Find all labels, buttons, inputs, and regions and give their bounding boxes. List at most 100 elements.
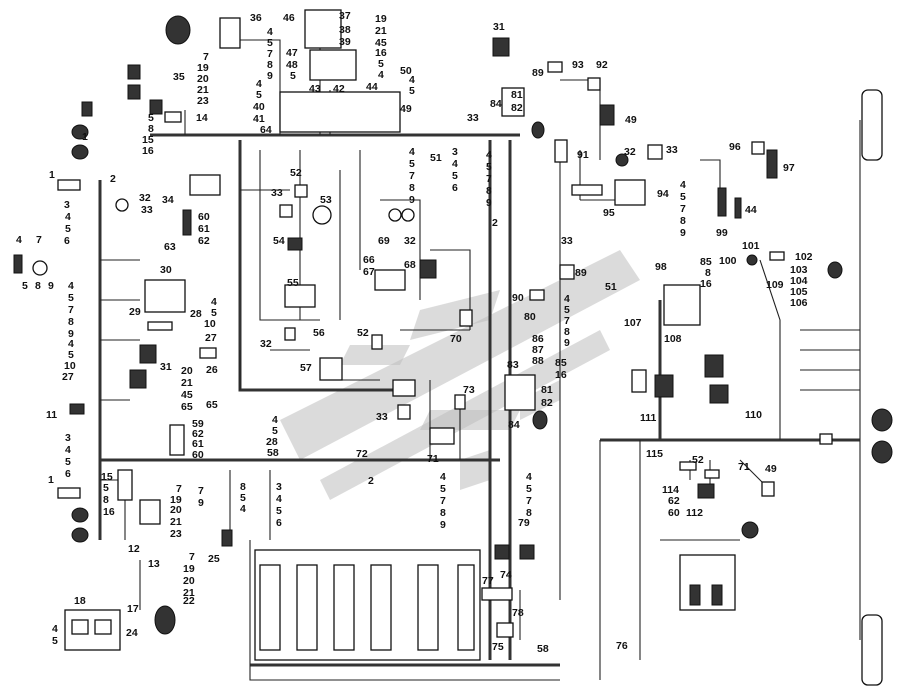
component-111-a bbox=[631, 369, 647, 393]
component-54 bbox=[287, 237, 303, 251]
component-instrument-panel bbox=[254, 549, 481, 661]
label-12: 12 bbox=[128, 543, 140, 555]
wire-number: 7 bbox=[176, 483, 182, 495]
label-89: 89 bbox=[575, 267, 587, 279]
wire-number: 4 bbox=[267, 26, 273, 38]
wire-number: 19 bbox=[170, 494, 182, 506]
wire-number: 4 bbox=[65, 211, 71, 223]
label-102: 102 bbox=[795, 251, 813, 263]
label-88: 88 bbox=[532, 355, 544, 367]
label-107: 107 bbox=[624, 317, 642, 329]
label-65: 65 bbox=[206, 399, 218, 411]
component-35-b bbox=[127, 84, 141, 100]
label-37: 37 bbox=[339, 10, 351, 22]
label-49: 49 bbox=[625, 114, 637, 126]
component-33-center bbox=[279, 204, 293, 218]
label-33: 33 bbox=[271, 187, 283, 199]
instrument-6 bbox=[457, 564, 475, 651]
wire-number: 6 bbox=[452, 182, 458, 194]
label-78: 78 bbox=[512, 607, 524, 619]
right-headlamp-bottom bbox=[861, 614, 883, 686]
label-6: 6 bbox=[64, 235, 70, 247]
label-91: 91 bbox=[577, 149, 589, 161]
wire-number: 8 bbox=[103, 494, 109, 506]
wire-number: 21 bbox=[375, 25, 387, 37]
label-114: 114 bbox=[662, 484, 679, 496]
wire-number: 27 bbox=[62, 371, 74, 383]
component-right-bulb bbox=[741, 521, 759, 539]
component-91 bbox=[554, 139, 568, 163]
wire-number: 5 bbox=[68, 292, 74, 304]
label-7: 7 bbox=[36, 234, 42, 246]
wire-number: 21 bbox=[197, 84, 209, 96]
label-68: 68 bbox=[404, 259, 416, 271]
label-44: 44 bbox=[745, 204, 757, 216]
label-61: 61 bbox=[198, 223, 210, 235]
component-44-right bbox=[734, 197, 742, 219]
label-95: 95 bbox=[603, 207, 615, 219]
wire-number: 8 bbox=[440, 507, 446, 519]
label-63: 63 bbox=[164, 241, 176, 253]
label-51: 51 bbox=[430, 152, 442, 164]
label-89: 89 bbox=[532, 67, 544, 79]
component-99 bbox=[717, 187, 727, 217]
wire-number: 7 bbox=[564, 315, 570, 327]
component-94 bbox=[614, 179, 646, 206]
wire-number: 4 bbox=[68, 280, 74, 292]
label-101: 101 bbox=[742, 240, 760, 252]
label-54: 54 bbox=[273, 235, 285, 247]
components bbox=[13, 9, 893, 686]
label-94: 94 bbox=[657, 188, 669, 200]
wire-number: 6 bbox=[276, 517, 282, 529]
label-36: 36 bbox=[250, 12, 262, 24]
component-111-b bbox=[654, 374, 674, 398]
component-53 bbox=[312, 205, 332, 225]
label-67: 67 bbox=[363, 266, 375, 278]
label-82: 82 bbox=[541, 397, 553, 409]
wire-number: 5 bbox=[409, 85, 415, 97]
wire-number: 3 bbox=[452, 146, 458, 158]
component-102 bbox=[769, 251, 785, 261]
wire-number: 5 bbox=[680, 191, 686, 203]
label-29: 29 bbox=[129, 306, 141, 318]
label-105: 105 bbox=[790, 286, 808, 298]
component-lamp-84 bbox=[531, 121, 545, 139]
label-27: 27 bbox=[205, 332, 217, 344]
label-100: 100 bbox=[719, 255, 737, 267]
label-9: 9 bbox=[48, 280, 54, 292]
wire-number: 8 bbox=[68, 316, 74, 328]
label-61: 61 bbox=[192, 438, 204, 450]
label-84: 84 bbox=[508, 419, 520, 431]
wire-group-46: 5 bbox=[290, 70, 296, 82]
label-79: 79 bbox=[518, 517, 530, 529]
wire-number: 6 bbox=[65, 468, 71, 480]
label-23: 23 bbox=[170, 528, 182, 540]
label-1: 1 bbox=[82, 131, 88, 143]
label-71: 71 bbox=[738, 461, 750, 473]
component-55 bbox=[284, 284, 316, 308]
component-97 bbox=[766, 149, 778, 179]
wire-number: 5 bbox=[52, 635, 58, 647]
instrument-2 bbox=[296, 564, 318, 651]
label-16: 16 bbox=[103, 506, 115, 518]
label-58: 58 bbox=[267, 447, 279, 459]
wire-number: 16 bbox=[142, 145, 154, 157]
wire-number: 4 bbox=[409, 74, 415, 86]
label-85: 85 bbox=[700, 256, 712, 268]
component-31-left bbox=[139, 344, 157, 364]
wire-number: 15 bbox=[142, 134, 154, 146]
label-32: 32 bbox=[260, 338, 272, 350]
label-84: 84 bbox=[490, 98, 502, 110]
battery-a bbox=[689, 584, 701, 606]
wire-number: 23 bbox=[197, 95, 209, 107]
component-18-gauge-b bbox=[94, 619, 112, 635]
component-31-top bbox=[492, 37, 510, 57]
label-83: 83 bbox=[507, 359, 519, 371]
